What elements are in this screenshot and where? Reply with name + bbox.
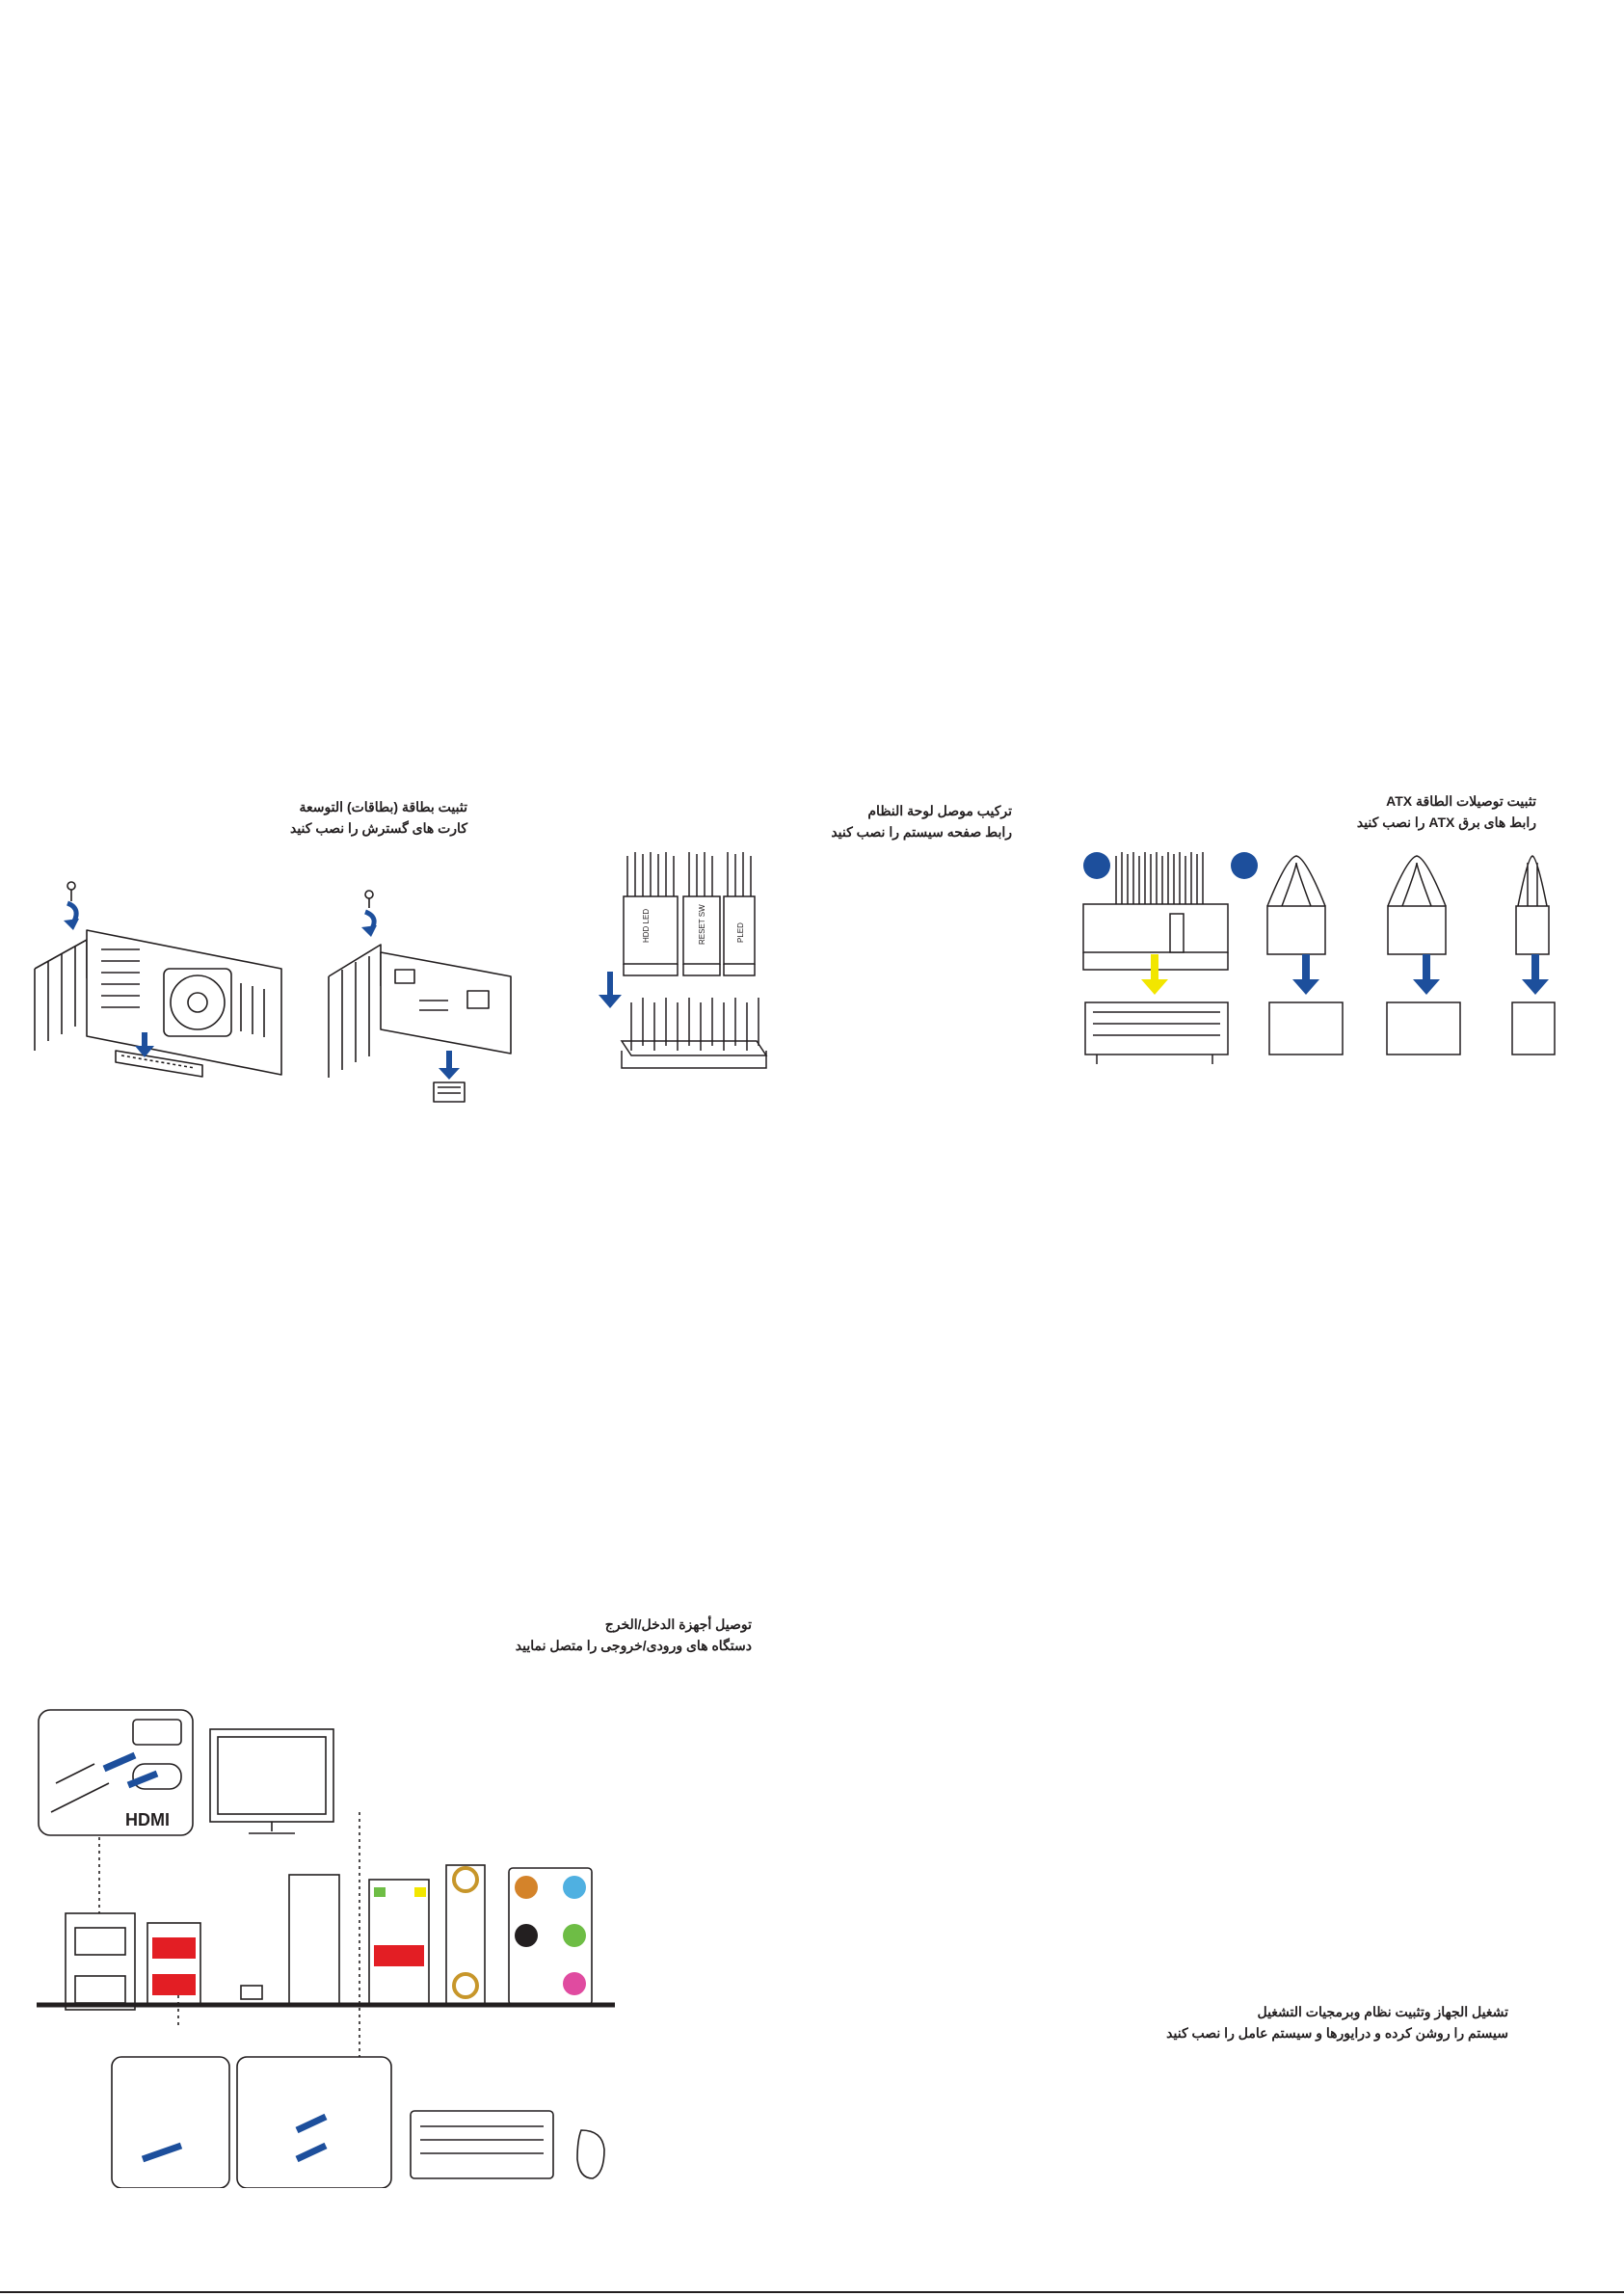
front-panel-title-ar: تركيب موصل لوحة النظام <box>867 803 1012 818</box>
atx-24pin-illustration <box>1082 852 1229 1064</box>
front-panel-title-fa: رابط صفحه سیستم را نصب کنید <box>831 824 1012 840</box>
atx-power-title-fa: رابط های برق ATX را نصب کنید <box>1356 814 1536 830</box>
front-panel-title: تركيب موصل لوحة النظام رابط صفحه سیستم ر… <box>829 800 1012 842</box>
pin-label-reset-sw: RESET SW <box>698 904 706 945</box>
expansion-card-illustration <box>328 890 512 1103</box>
atx-power-title-ar: تثبيت توصيلات الطاقة ATX <box>1386 793 1536 809</box>
io-panel-illustration: HDMI <box>37 1709 615 2188</box>
pin-label-pled: PLED <box>736 922 745 943</box>
hdmi-logo: HDMI <box>125 1810 170 1829</box>
atx-power-title: تثبيت توصيلات الطاقة ATX رابط های برق AT… <box>1320 790 1536 833</box>
expansion-card-title: تثبيت بطاقة (بطاقات) التوسعة کارت های گس… <box>270 796 467 839</box>
page-bottom-rule <box>0 2291 1624 2293</box>
io-devices-title: توصيل أجهزة الدخل/الخرج دستگاه های ورودی… <box>516 1614 752 1656</box>
power-on-title: تشغيل الجهاز وتثبيت نظام وبرمجيات التشغي… <box>1161 2001 1508 2043</box>
front-panel-connector-illustration: HDD LED RESET SW PLED <box>599 852 768 1069</box>
expansion-card-title-ar: تثبيت بطاقة (بطاقات) التوسعة <box>299 799 467 814</box>
expansion-card-title-fa: کارت های گسترش را نصب کنید <box>289 820 467 836</box>
io-devices-title-fa: دستگاه های ورودی/خروجی را متصل نمایید <box>515 1638 752 1653</box>
graphics-card-illustration <box>34 881 282 1078</box>
pin-label-hdd-led: HDD LED <box>642 909 651 943</box>
atx-8pin-illustration <box>1231 852 1556 1055</box>
power-on-title-fa: سیستم را روشن کرده و درایورها و سیستم عا… <box>1166 2025 1508 2041</box>
power-on-title-ar: تشغيل الجهاز وتثبيت نظام وبرمجيات التشغي… <box>1257 2004 1508 2019</box>
io-devices-title-ar: توصيل أجهزة الدخل/الخرج <box>604 1616 752 1632</box>
